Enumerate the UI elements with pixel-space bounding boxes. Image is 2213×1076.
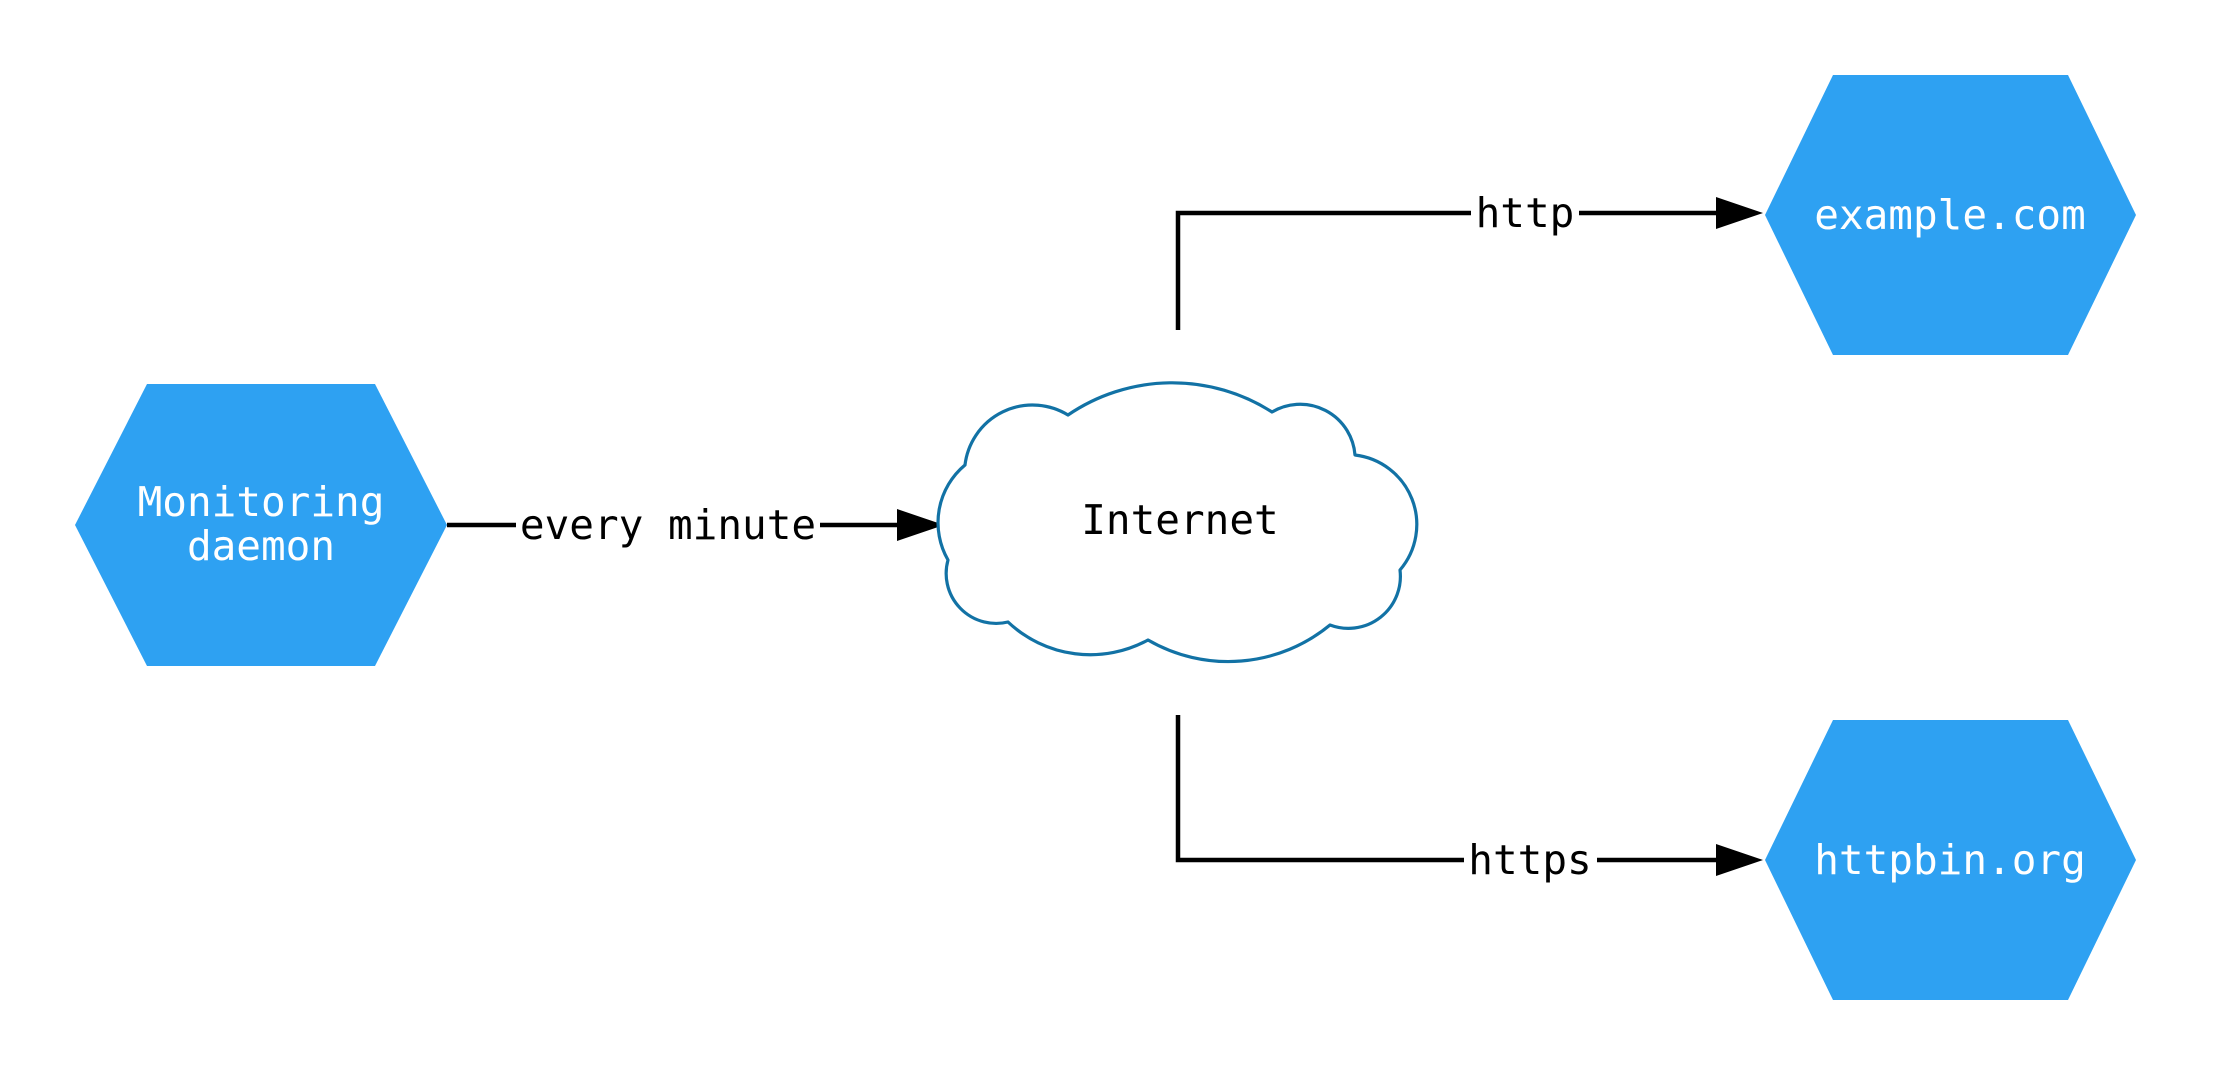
edge-https-line xyxy=(1175,715,1720,863)
node-monitoring-daemon: Monitoring daemon xyxy=(75,384,447,666)
monitoring-daemon-label-line2: daemon xyxy=(187,522,335,570)
arrowhead-icon xyxy=(1716,197,1763,229)
monitoring-daemon-hexagon xyxy=(75,384,447,666)
edge-http-label: http xyxy=(1476,189,1575,237)
monitoring-daemon-label-line1: Monitoring xyxy=(138,478,385,526)
edge-https-label: https xyxy=(1468,836,1591,884)
internet-cloud-shape xyxy=(936,381,1419,664)
edge-http: http xyxy=(1175,188,1763,330)
httpbin-org-hexagon xyxy=(1765,720,2136,1000)
arrowhead-icon xyxy=(1716,844,1763,876)
edge-every-minute-label: every minute xyxy=(520,501,816,549)
internet-label: Internet xyxy=(1081,496,1278,544)
edge-https-label-bg xyxy=(1464,835,1597,885)
edge-every-minute: every minute xyxy=(447,500,944,550)
node-internet: Internet xyxy=(936,381,1419,664)
httpbin-org-label: httpbin.org xyxy=(1814,836,2086,884)
example-com-label: example.com xyxy=(1814,191,2086,239)
edge-every-minute-label-bg xyxy=(516,500,820,550)
example-com-hexagon xyxy=(1765,75,2136,355)
edge-http-label-bg xyxy=(1471,188,1579,238)
arrowhead-icon xyxy=(897,509,944,541)
edge-http-line xyxy=(1175,210,1720,330)
edge-https: https xyxy=(1175,715,1763,885)
node-httpbin-org: httpbin.org xyxy=(1765,720,2136,1000)
node-example-com: example.com xyxy=(1765,75,2136,355)
